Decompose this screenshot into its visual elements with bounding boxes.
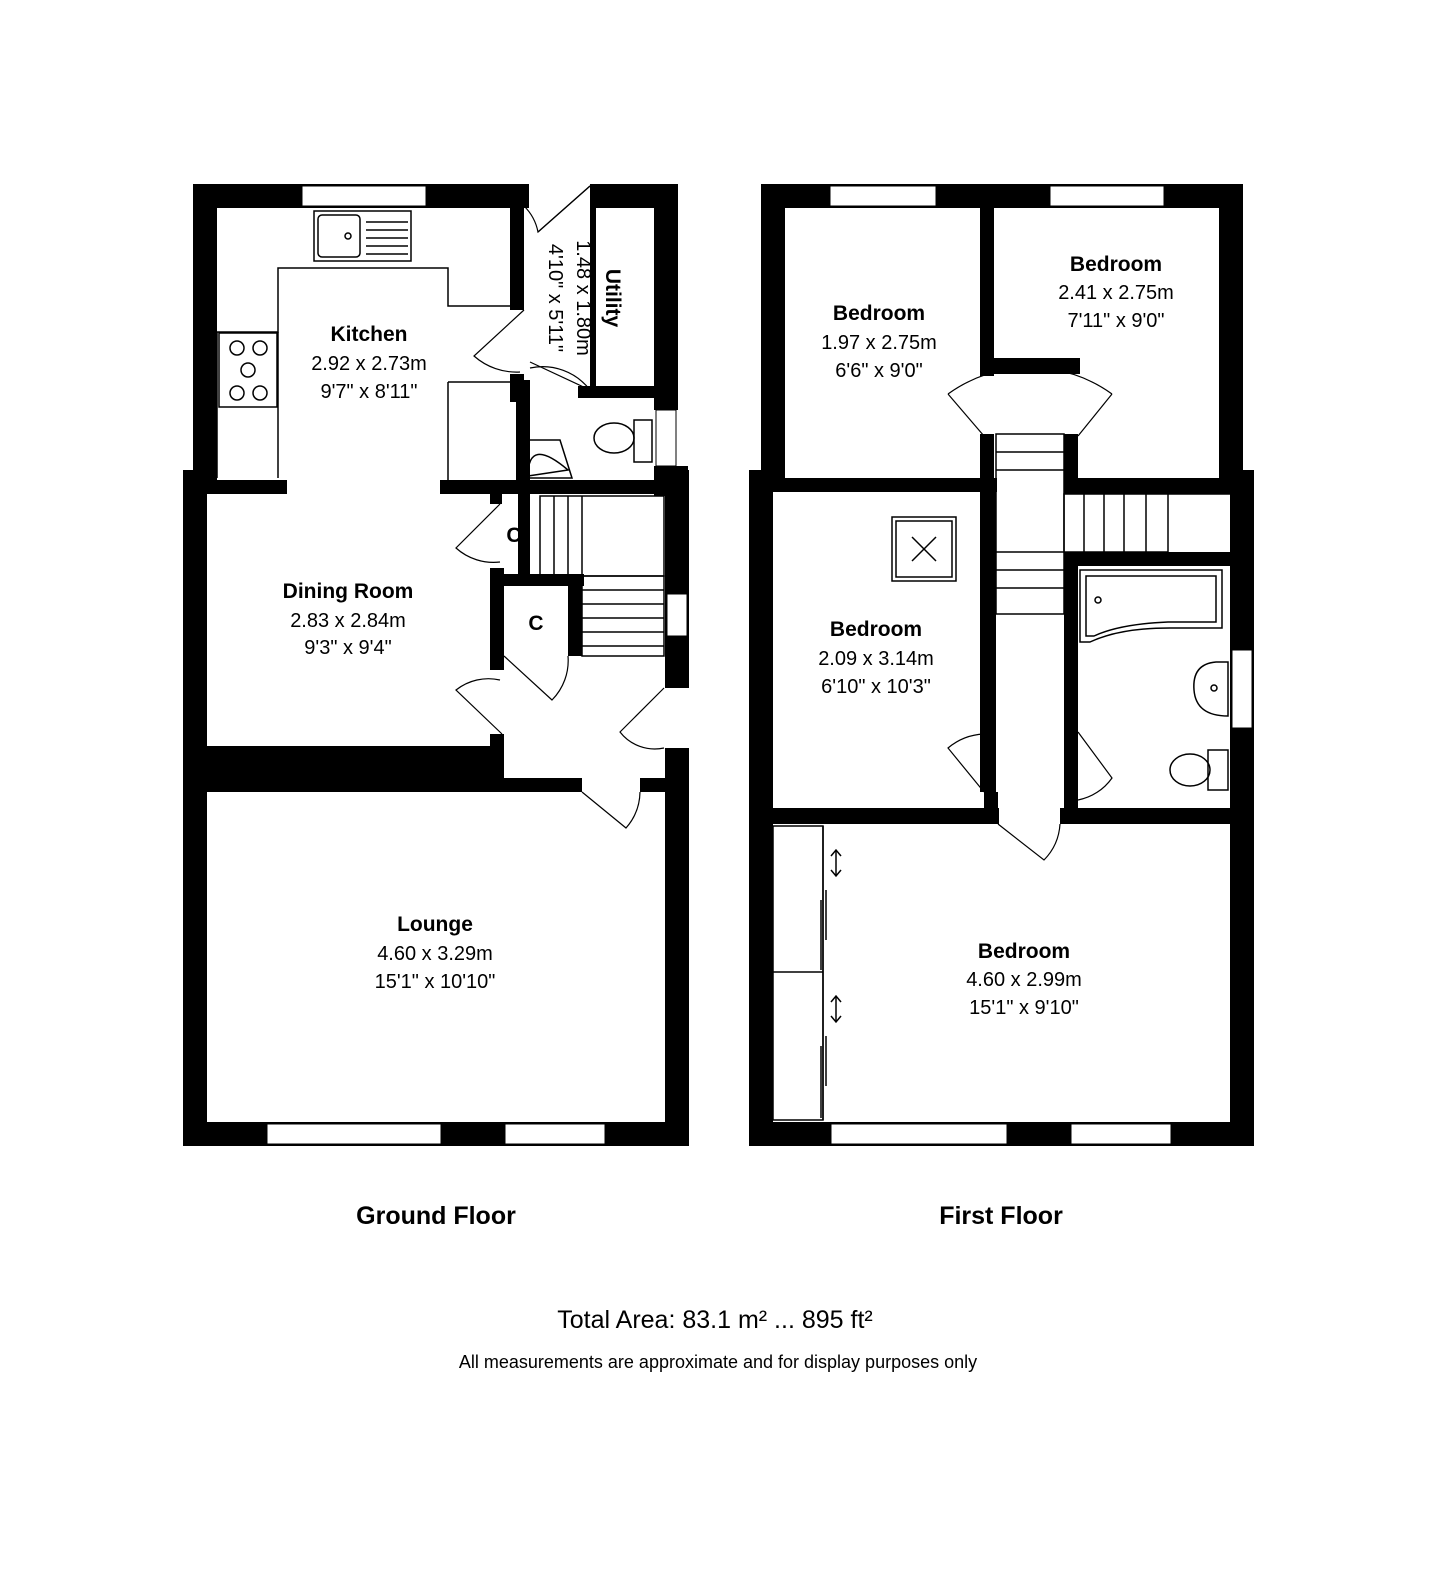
room-imperial: 9'7" x 8'11" bbox=[320, 381, 417, 403]
room-metric: 2.92 x 2.73m bbox=[311, 353, 427, 375]
room-metric: 4.60 x 3.29m bbox=[377, 943, 493, 965]
room-utility: Utility 1.48 x 1.80m 4'10" x 5'11" bbox=[544, 240, 624, 356]
room-metric: 2.83 x 2.84m bbox=[290, 610, 406, 632]
room-imperial: 6'10" x 10'3" bbox=[821, 676, 931, 698]
first-floor-title: First Floor bbox=[939, 1202, 1063, 1230]
room-name: Kitchen bbox=[330, 323, 407, 346]
room-imperial: 9'3" x 9'4" bbox=[304, 637, 391, 659]
room-name: Bedroom bbox=[978, 940, 1070, 963]
room-name: Bedroom bbox=[833, 302, 925, 325]
room-metric: 2.09 x 3.14m bbox=[818, 648, 934, 670]
room-imperial: 4'10" x 5'11" bbox=[544, 244, 566, 352]
cupboard-label: C bbox=[528, 612, 543, 635]
room-metric: 1.48 x 1.80m bbox=[572, 240, 594, 356]
cupboard-label: C bbox=[506, 524, 521, 547]
room-name: Dining Room bbox=[283, 580, 414, 603]
room-bedroom-front-left: Bedroom 1.97 x 2.75m 6'6" x 9'0" bbox=[821, 302, 937, 382]
room-name: Bedroom bbox=[1070, 253, 1162, 276]
disclaimer: All measurements are approximate and for… bbox=[459, 1352, 977, 1372]
total-area: Total Area: 83.1 m² ... 895 ft² bbox=[557, 1306, 872, 1334]
room-name: Bedroom bbox=[830, 618, 922, 641]
ground-floor-plan bbox=[183, 184, 689, 1146]
room-lounge: Lounge 4.60 x 3.29m 15'1" x 10'10" bbox=[375, 913, 496, 993]
room-metric: 4.60 x 2.99m bbox=[966, 969, 1082, 991]
room-name: Lounge bbox=[397, 913, 473, 936]
room-imperial: 15'1" x 9'10" bbox=[969, 997, 1079, 1019]
room-imperial: 7'11" x 9'0" bbox=[1067, 310, 1164, 332]
room-bedroom-front-right: Bedroom 2.41 x 2.75m 7'11" x 9'0" bbox=[1058, 253, 1174, 332]
room-imperial: 6'6" x 9'0" bbox=[835, 360, 922, 382]
room-dining: Dining Room 2.83 x 2.84m 9'3" x 9'4" bbox=[283, 580, 414, 659]
room-bedroom-middle: Bedroom 2.09 x 3.14m 6'10" x 10'3" bbox=[818, 618, 934, 698]
first-floor-plan bbox=[749, 184, 1254, 1146]
room-bedroom-main: Bedroom 4.60 x 2.99m 15'1" x 9'10" bbox=[966, 940, 1082, 1019]
ground-floor-title: Ground Floor bbox=[356, 1202, 516, 1230]
room-metric: 2.41 x 2.75m bbox=[1058, 282, 1174, 304]
room-metric: 1.97 x 2.75m bbox=[821, 332, 937, 354]
room-kitchen: Kitchen 2.92 x 2.73m 9'7" x 8'11" bbox=[311, 323, 427, 403]
room-name: Utility bbox=[601, 269, 624, 328]
room-imperial: 15'1" x 10'10" bbox=[375, 971, 496, 993]
